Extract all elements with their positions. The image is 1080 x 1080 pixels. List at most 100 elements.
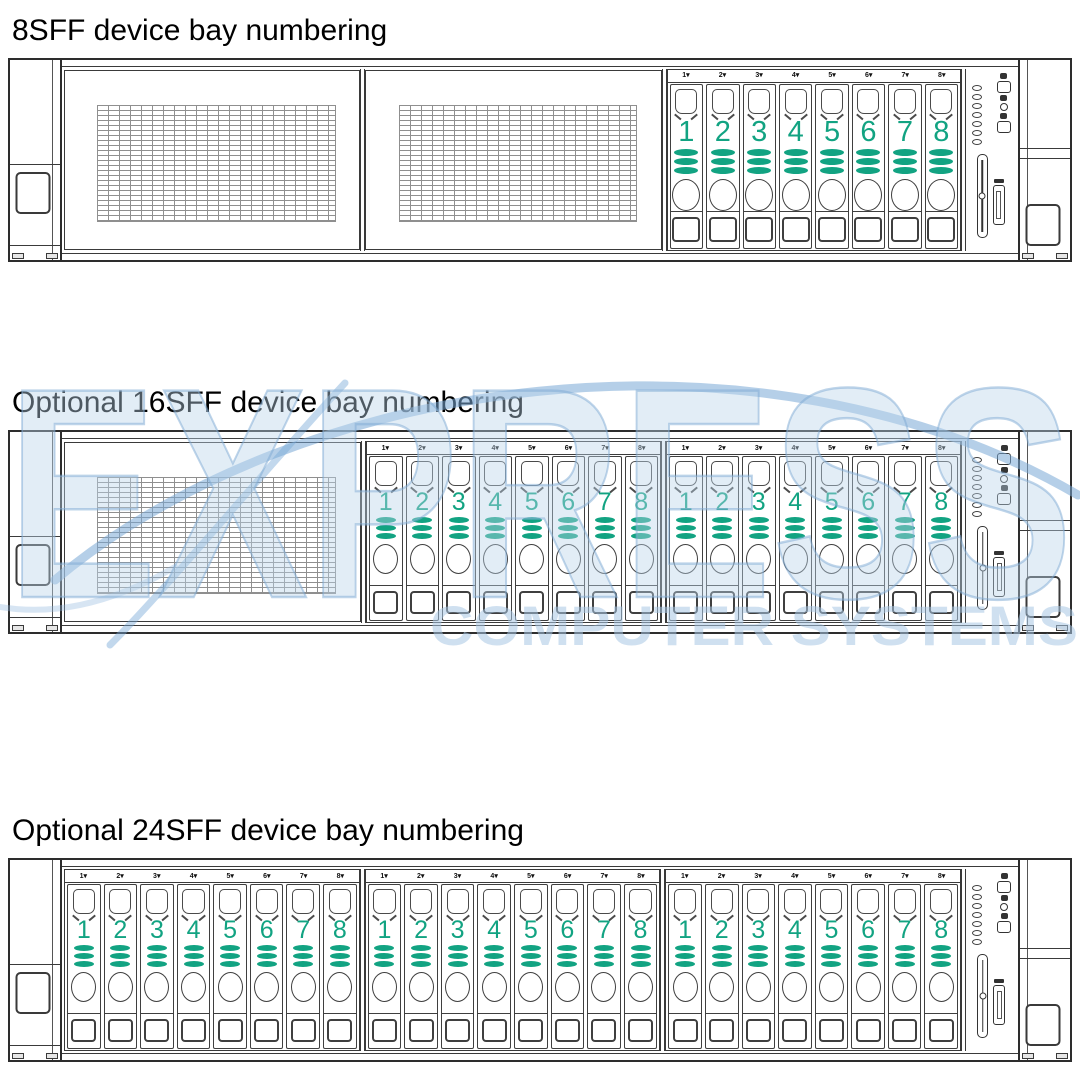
ear-foot bbox=[1056, 253, 1068, 259]
bay-latch-icon bbox=[857, 88, 880, 114]
bay-bottom-section bbox=[852, 211, 885, 248]
bay-handle bbox=[71, 1019, 97, 1042]
disk-stack-icon bbox=[520, 945, 541, 968]
bay-release-button bbox=[481, 972, 507, 1003]
bay-bottom-section bbox=[324, 1013, 356, 1048]
bay-handle bbox=[519, 591, 545, 614]
bay-bottom-section bbox=[852, 585, 884, 620]
ear-foot bbox=[1022, 253, 1034, 259]
usb-port-slot bbox=[996, 991, 1002, 1019]
ear-foot bbox=[1022, 625, 1034, 631]
bay-bottom-section bbox=[815, 1013, 848, 1048]
bay-latch-icon bbox=[374, 461, 397, 486]
usb-icon bbox=[994, 979, 1005, 983]
bay-release-button bbox=[628, 544, 654, 575]
disk-platter bbox=[631, 525, 652, 532]
ear-divider-line bbox=[10, 617, 60, 618]
status-led bbox=[972, 921, 983, 927]
disk-platter bbox=[521, 525, 542, 532]
ear-foot bbox=[12, 1053, 24, 1059]
ear-foot bbox=[12, 625, 24, 631]
bay-number: 8 bbox=[633, 916, 648, 944]
bay-bottom-section bbox=[478, 1013, 510, 1048]
bay-release-button bbox=[818, 972, 844, 1003]
bay-latch-icon bbox=[145, 889, 168, 914]
bay-top-label: 5▾ bbox=[528, 444, 536, 452]
bay-top-label: 5▾ bbox=[828, 72, 836, 80]
bay-top-label: 5▾ bbox=[226, 872, 234, 880]
drive-bay: 6 bbox=[851, 83, 886, 250]
bay-latch-icon bbox=[556, 889, 579, 914]
disk-platter bbox=[711, 953, 732, 960]
front-control-panel bbox=[965, 68, 1016, 252]
disk-platter bbox=[594, 517, 615, 524]
ear-divider-line bbox=[10, 245, 60, 246]
bay-latch-icon bbox=[893, 88, 916, 114]
disk-platter bbox=[183, 961, 204, 968]
bay-top-label: 3▾ bbox=[454, 444, 463, 452]
drive-bay: 2 bbox=[705, 456, 739, 621]
disk-stack-icon bbox=[411, 945, 432, 968]
bay-handle bbox=[818, 1019, 844, 1042]
right-rack-ear bbox=[1018, 60, 1070, 260]
bay-top-label: 3▾ bbox=[754, 872, 762, 880]
usb-port-slot bbox=[996, 190, 1002, 219]
disk-stack-icon bbox=[783, 149, 808, 175]
usb-port bbox=[993, 557, 1005, 597]
uid-button bbox=[997, 921, 1012, 933]
disk-platter bbox=[447, 961, 468, 968]
bay-top-label: 1▾ bbox=[79, 872, 88, 880]
power-button bbox=[996, 80, 1011, 93]
status-led bbox=[971, 129, 982, 136]
bay-release-button bbox=[890, 179, 919, 212]
disk-platter bbox=[293, 953, 314, 960]
disk-stack-icon bbox=[858, 517, 879, 540]
bay-number: 8 bbox=[934, 916, 949, 944]
usb-port bbox=[993, 985, 1006, 1025]
bay-top-label: 2▾ bbox=[116, 872, 124, 880]
bay-number: 7 bbox=[896, 115, 913, 148]
usb-area bbox=[993, 979, 1006, 1025]
drive-bay: 2 bbox=[704, 884, 739, 1049]
bay-handle bbox=[709, 1019, 735, 1042]
bay-number: 1 bbox=[678, 115, 695, 148]
bay-number: 8 bbox=[933, 115, 950, 148]
bay-latch-icon bbox=[447, 461, 470, 486]
bay-bottom-section bbox=[141, 1013, 173, 1048]
sid-handle-knob bbox=[978, 192, 986, 200]
bay-bottom-section bbox=[816, 585, 848, 620]
bay-release-button bbox=[217, 972, 243, 1003]
sid-pull-handle bbox=[977, 954, 989, 1038]
bay-release-button bbox=[708, 179, 737, 212]
drive-bay: 2 bbox=[405, 456, 439, 621]
bay-bottom-section bbox=[214, 1013, 246, 1048]
disk-platter bbox=[748, 517, 769, 524]
bay-release-button bbox=[554, 972, 580, 1003]
bay-handle bbox=[181, 1019, 207, 1042]
bay-handle bbox=[782, 1019, 808, 1042]
disk-stack-icon bbox=[485, 517, 506, 540]
disk-platter bbox=[256, 961, 277, 968]
bay-number: 3 bbox=[450, 916, 465, 944]
bay-bottom-section bbox=[552, 585, 584, 620]
ear-inner-line bbox=[1027, 60, 1028, 260]
bay-number: 7 bbox=[897, 916, 912, 944]
drive-bay: 5 bbox=[815, 456, 849, 621]
bay-top-label: 5▾ bbox=[828, 444, 836, 452]
led-column bbox=[972, 457, 982, 517]
bay-release-button bbox=[144, 972, 170, 1003]
bay-latch-icon bbox=[411, 461, 434, 486]
disk-platter bbox=[411, 953, 432, 960]
disk-platter bbox=[374, 961, 395, 968]
bay-top-label: 7▾ bbox=[901, 72, 909, 80]
disk-platter bbox=[785, 525, 806, 532]
drive-bay: 8 bbox=[924, 456, 958, 621]
bay-top-label: 6▾ bbox=[864, 72, 873, 80]
disk-platter bbox=[146, 953, 167, 960]
disk-stack-icon bbox=[929, 149, 954, 175]
bay-number: 5 bbox=[824, 916, 839, 944]
bay-bottom-section bbox=[479, 585, 511, 620]
